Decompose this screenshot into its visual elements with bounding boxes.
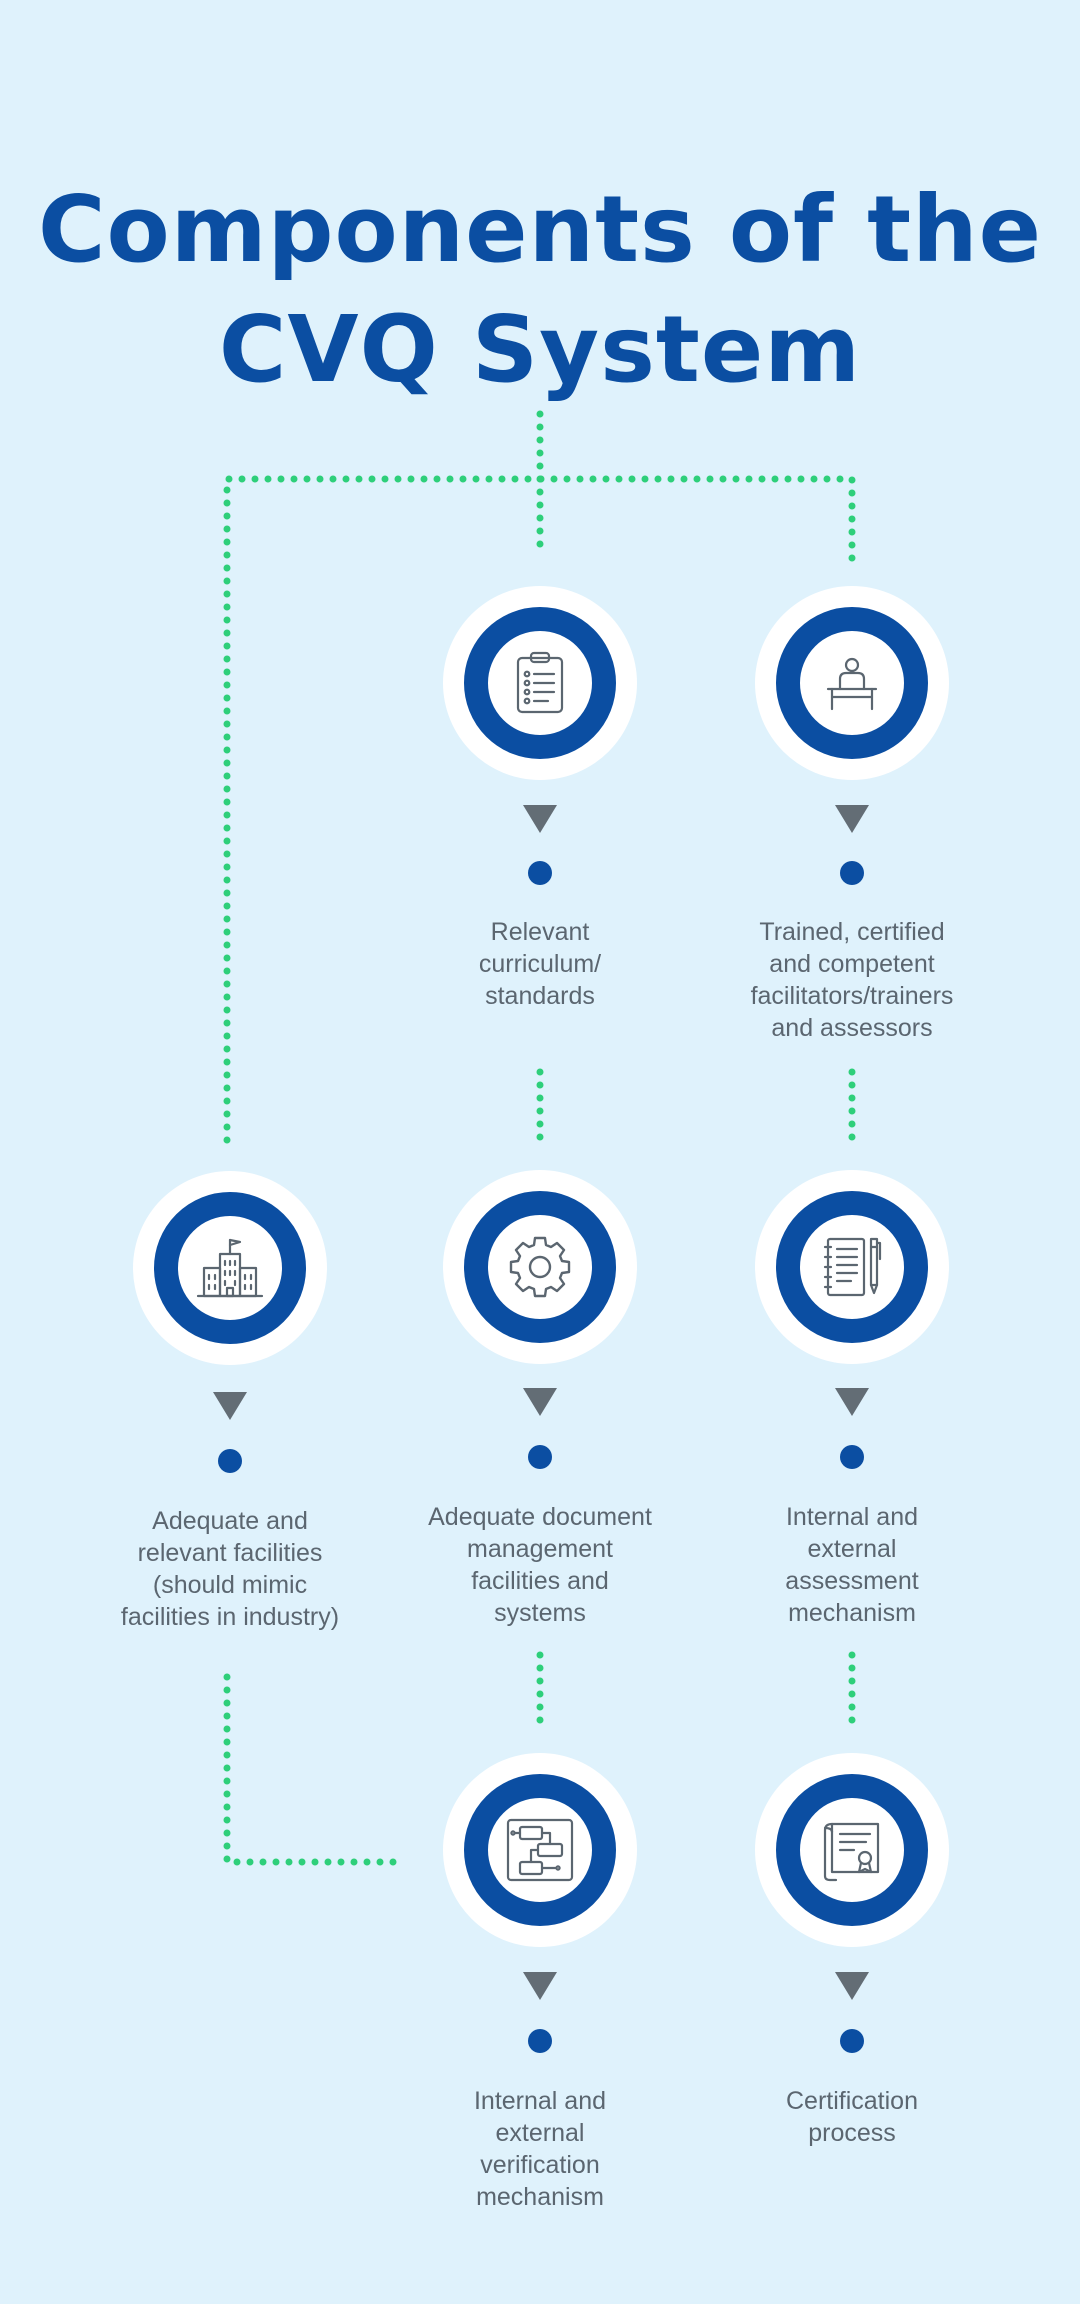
bullet-dot <box>528 861 552 885</box>
label-line: Relevant <box>490 918 590 946</box>
office-building-icon <box>196 1238 264 1298</box>
node-ring <box>464 1191 616 1343</box>
arrow-down <box>523 1972 557 2000</box>
label-line: external <box>495 2119 585 2147</box>
arrow-down <box>523 805 557 833</box>
label-line: (should mimic <box>152 1571 308 1599</box>
arrow-down <box>213 1392 247 1420</box>
gear-icon <box>509 1236 571 1298</box>
component-label-facilitators: Trained, certified and competent facilit… <box>702 916 1002 1044</box>
label-line: Internal and <box>473 2087 607 2115</box>
component-node-certification <box>755 1753 949 1947</box>
label-line: and competent <box>769 950 935 978</box>
title-line-1: Components of the <box>38 175 1042 283</box>
label-line: and assessors <box>771 1014 933 1042</box>
component-label-certification: Certification process <box>702 2085 1002 2149</box>
flowchart-icon <box>506 1818 574 1882</box>
label-line: facilities in industry) <box>120 1603 340 1631</box>
label-line: assessment <box>785 1567 919 1595</box>
label-line: Adequate document <box>428 1503 652 1531</box>
node-ring <box>464 1774 616 1926</box>
label-line: relevant facilities <box>137 1539 323 1567</box>
label-line: curriculum/ <box>478 950 602 978</box>
label-line: management <box>467 1535 613 1563</box>
component-label-verification: Internal and external verification mecha… <box>390 2085 690 2213</box>
component-label-facilities: Adequate and relevant facilities (should… <box>80 1505 380 1633</box>
component-label-assessment: Internal and external assessment mechani… <box>702 1501 1002 1629</box>
page-title: Components of the CVQ System <box>0 170 1080 410</box>
component-node-facilitators <box>755 586 949 780</box>
label-line: external <box>807 1535 897 1563</box>
label-line: verification <box>480 2151 600 2179</box>
bullet-dot <box>840 2029 864 2053</box>
bullet-dot <box>528 2029 552 2053</box>
connector-top-branch <box>223 475 856 1144</box>
title-line-2: CVQ System <box>218 295 862 403</box>
node-ring <box>776 1774 928 1926</box>
component-label-document-management: Adequate document management facilities … <box>390 1501 690 1629</box>
node-ring <box>776 1191 928 1343</box>
component-label-curriculum: Relevant curriculum/ standards <box>390 916 690 1012</box>
component-node-assessment <box>755 1170 949 1364</box>
bullet-dot <box>218 1449 242 1473</box>
presenter-at-desk-icon <box>826 657 878 711</box>
bullet-dot <box>528 1445 552 1469</box>
clipboard-checklist-icon <box>516 651 564 714</box>
label-line: systems <box>494 1599 586 1627</box>
arrow-down <box>523 1388 557 1416</box>
notebook-pen-icon <box>823 1237 882 1297</box>
component-node-facilities <box>133 1171 327 1365</box>
certificate-scroll-icon <box>823 1822 880 1882</box>
arrow-down <box>835 1388 869 1416</box>
label-line: Certification <box>786 2087 918 2115</box>
label-line: Internal and <box>785 1503 919 1531</box>
arrow-down <box>835 805 869 833</box>
label-line: facilitators/trainers <box>750 982 954 1010</box>
component-node-verification <box>443 1753 637 1947</box>
label-line: Trained, certified <box>759 918 945 946</box>
node-ring <box>464 607 616 759</box>
bullet-dot <box>840 1445 864 1469</box>
node-ring <box>154 1192 306 1344</box>
component-node-curriculum <box>443 586 637 780</box>
label-line: Adequate and <box>152 1507 308 1535</box>
label-line: facilities and <box>471 1567 609 1595</box>
label-line: process <box>808 2119 896 2147</box>
label-line: mechanism <box>788 1599 916 1627</box>
connector-bottom-left <box>223 1673 402 1866</box>
label-line: mechanism <box>476 2183 604 2211</box>
component-node-document-management <box>443 1170 637 1364</box>
arrow-down <box>835 1972 869 2000</box>
label-line: standards <box>485 982 595 1010</box>
bullet-dot <box>840 861 864 885</box>
node-ring <box>776 607 928 759</box>
